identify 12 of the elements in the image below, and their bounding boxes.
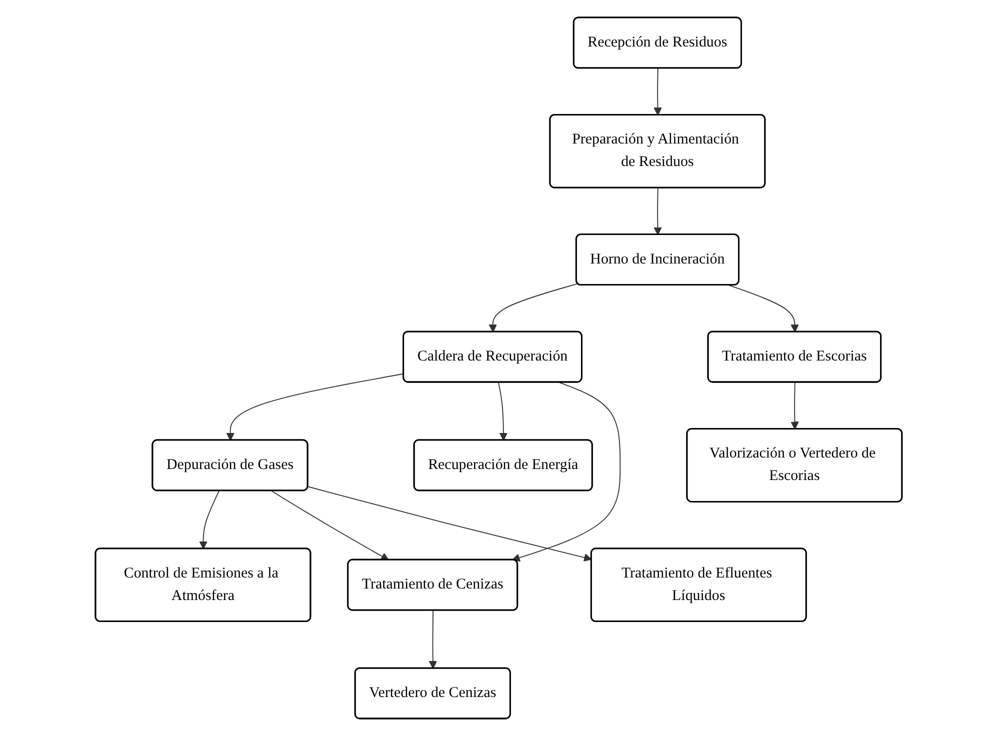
arrow bbox=[428, 610, 437, 669]
arrow bbox=[653, 68, 662, 116]
arrow bbox=[728, 284, 799, 332]
arrow bbox=[653, 188, 662, 236]
arrow bbox=[790, 382, 799, 430]
arrow bbox=[226, 373, 404, 441]
arrow bbox=[498, 382, 508, 441]
arrow bbox=[488, 283, 578, 332]
arrow bbox=[512, 382, 620, 562]
arrow bbox=[270, 490, 389, 560]
arrow bbox=[198, 490, 220, 550]
arrow bbox=[307, 486, 592, 562]
